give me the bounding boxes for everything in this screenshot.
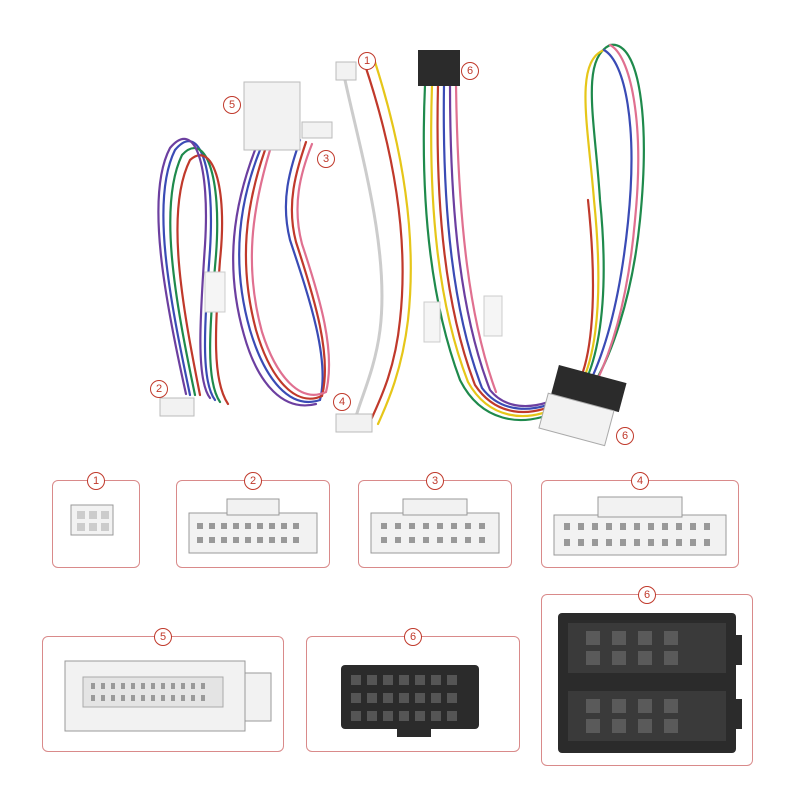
connector-6-iso-image [558, 613, 742, 753]
wire-tag [423, 301, 441, 343]
connector-5-image [64, 660, 272, 732]
wire-bundle-center-left [238, 138, 324, 403]
wire-tag [204, 271, 226, 313]
panel-number: 2 [244, 472, 262, 490]
connector-6-iso-photo [538, 365, 627, 447]
connector-4-image [553, 496, 727, 556]
panel-number: 4 [631, 472, 649, 490]
connector-2-image [188, 498, 318, 554]
panel-number: 1 [87, 472, 105, 490]
panel-number: 6 [638, 586, 656, 604]
wire-tag [483, 295, 503, 337]
callout-5: 5 [223, 96, 241, 114]
callout-2: 2 [150, 380, 168, 398]
callout-3: 3 [317, 150, 335, 168]
detail-panel-1: 1 [52, 472, 140, 568]
detail-panel-5: 5 [42, 628, 284, 752]
detail-panel-3: 3 [358, 472, 512, 568]
connector-3-image [370, 498, 500, 554]
detail-panel-6-iso: 6 [541, 586, 753, 766]
detail-panel-4: 4 [541, 472, 739, 568]
callout-6: 6 [616, 427, 634, 445]
callout-6: 6 [461, 62, 479, 80]
connector-6-black-photo [418, 50, 460, 86]
wire-white [343, 78, 384, 422]
connector-6-harness-image [341, 665, 479, 737]
detail-panel-2: 2 [176, 472, 330, 568]
connector-1-image [70, 504, 114, 536]
wire-bundle-main [422, 43, 645, 422]
callout-4: 4 [333, 393, 351, 411]
connector-4-photo [335, 413, 373, 433]
callout-1: 1 [358, 52, 376, 70]
wiring-harness-photo [157, 43, 645, 447]
detail-panel-6-harness: 6 [306, 628, 520, 752]
panel-number: 6 [404, 628, 422, 646]
panel-number: 3 [426, 472, 444, 490]
connector-5-photo [243, 81, 301, 151]
connector-1-photo [335, 61, 357, 81]
connector-2-photo [159, 397, 195, 417]
connector-3-photo [301, 121, 333, 139]
panel-number: 5 [154, 628, 172, 646]
